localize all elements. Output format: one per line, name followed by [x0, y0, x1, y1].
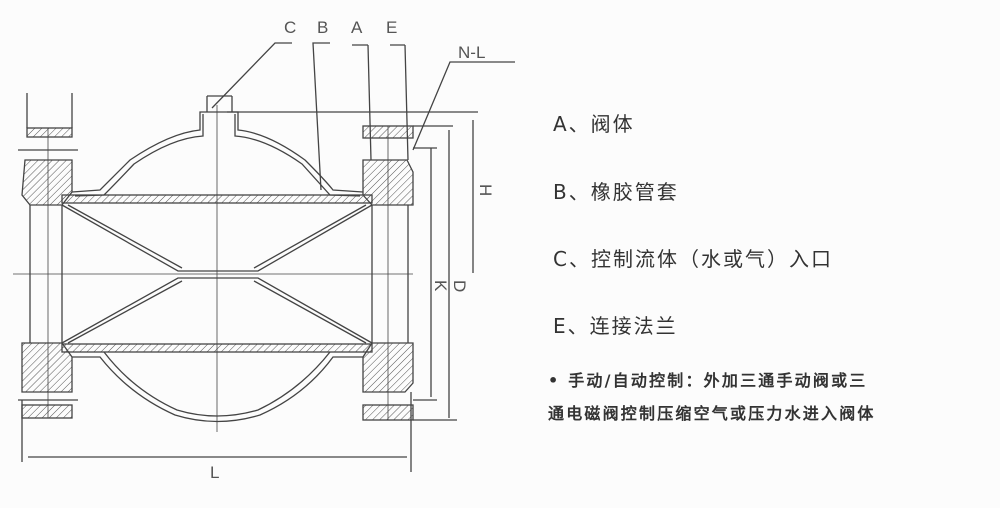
- label-n-l: N-L: [458, 43, 485, 62]
- dimension-h: H: [476, 184, 495, 196]
- note-line-1: • 手动/自动控制：外加三通手动阀或三: [548, 367, 867, 391]
- legend-item-e: E、连接法兰: [553, 314, 678, 338]
- dimension-l: L: [210, 463, 219, 482]
- sleeve-pinch-profile: [61, 204, 373, 344]
- label-a: A: [351, 18, 363, 37]
- legend-item-b: B、橡胶管套: [553, 180, 679, 204]
- note-text-1: 手动/自动控制：外加三通手动阀或三: [568, 371, 868, 390]
- legend-item-a: A、阀体: [553, 112, 635, 136]
- dimension-k: K: [431, 280, 450, 292]
- label-c: C: [284, 18, 296, 37]
- label-b: B: [317, 18, 328, 37]
- label-e: E: [386, 18, 397, 37]
- note-bullet: •: [548, 371, 561, 390]
- note-line-2: 通电磁阀控制压缩空气或压力水进入阀体: [548, 404, 876, 423]
- legend-item-c: C、控制流体（水或气）入口: [553, 247, 833, 271]
- right-flange: [362, 125, 414, 421]
- valve-body-top: [71, 111, 364, 193]
- left-flange: [18, 93, 78, 419]
- dimension-d: D: [450, 280, 469, 292]
